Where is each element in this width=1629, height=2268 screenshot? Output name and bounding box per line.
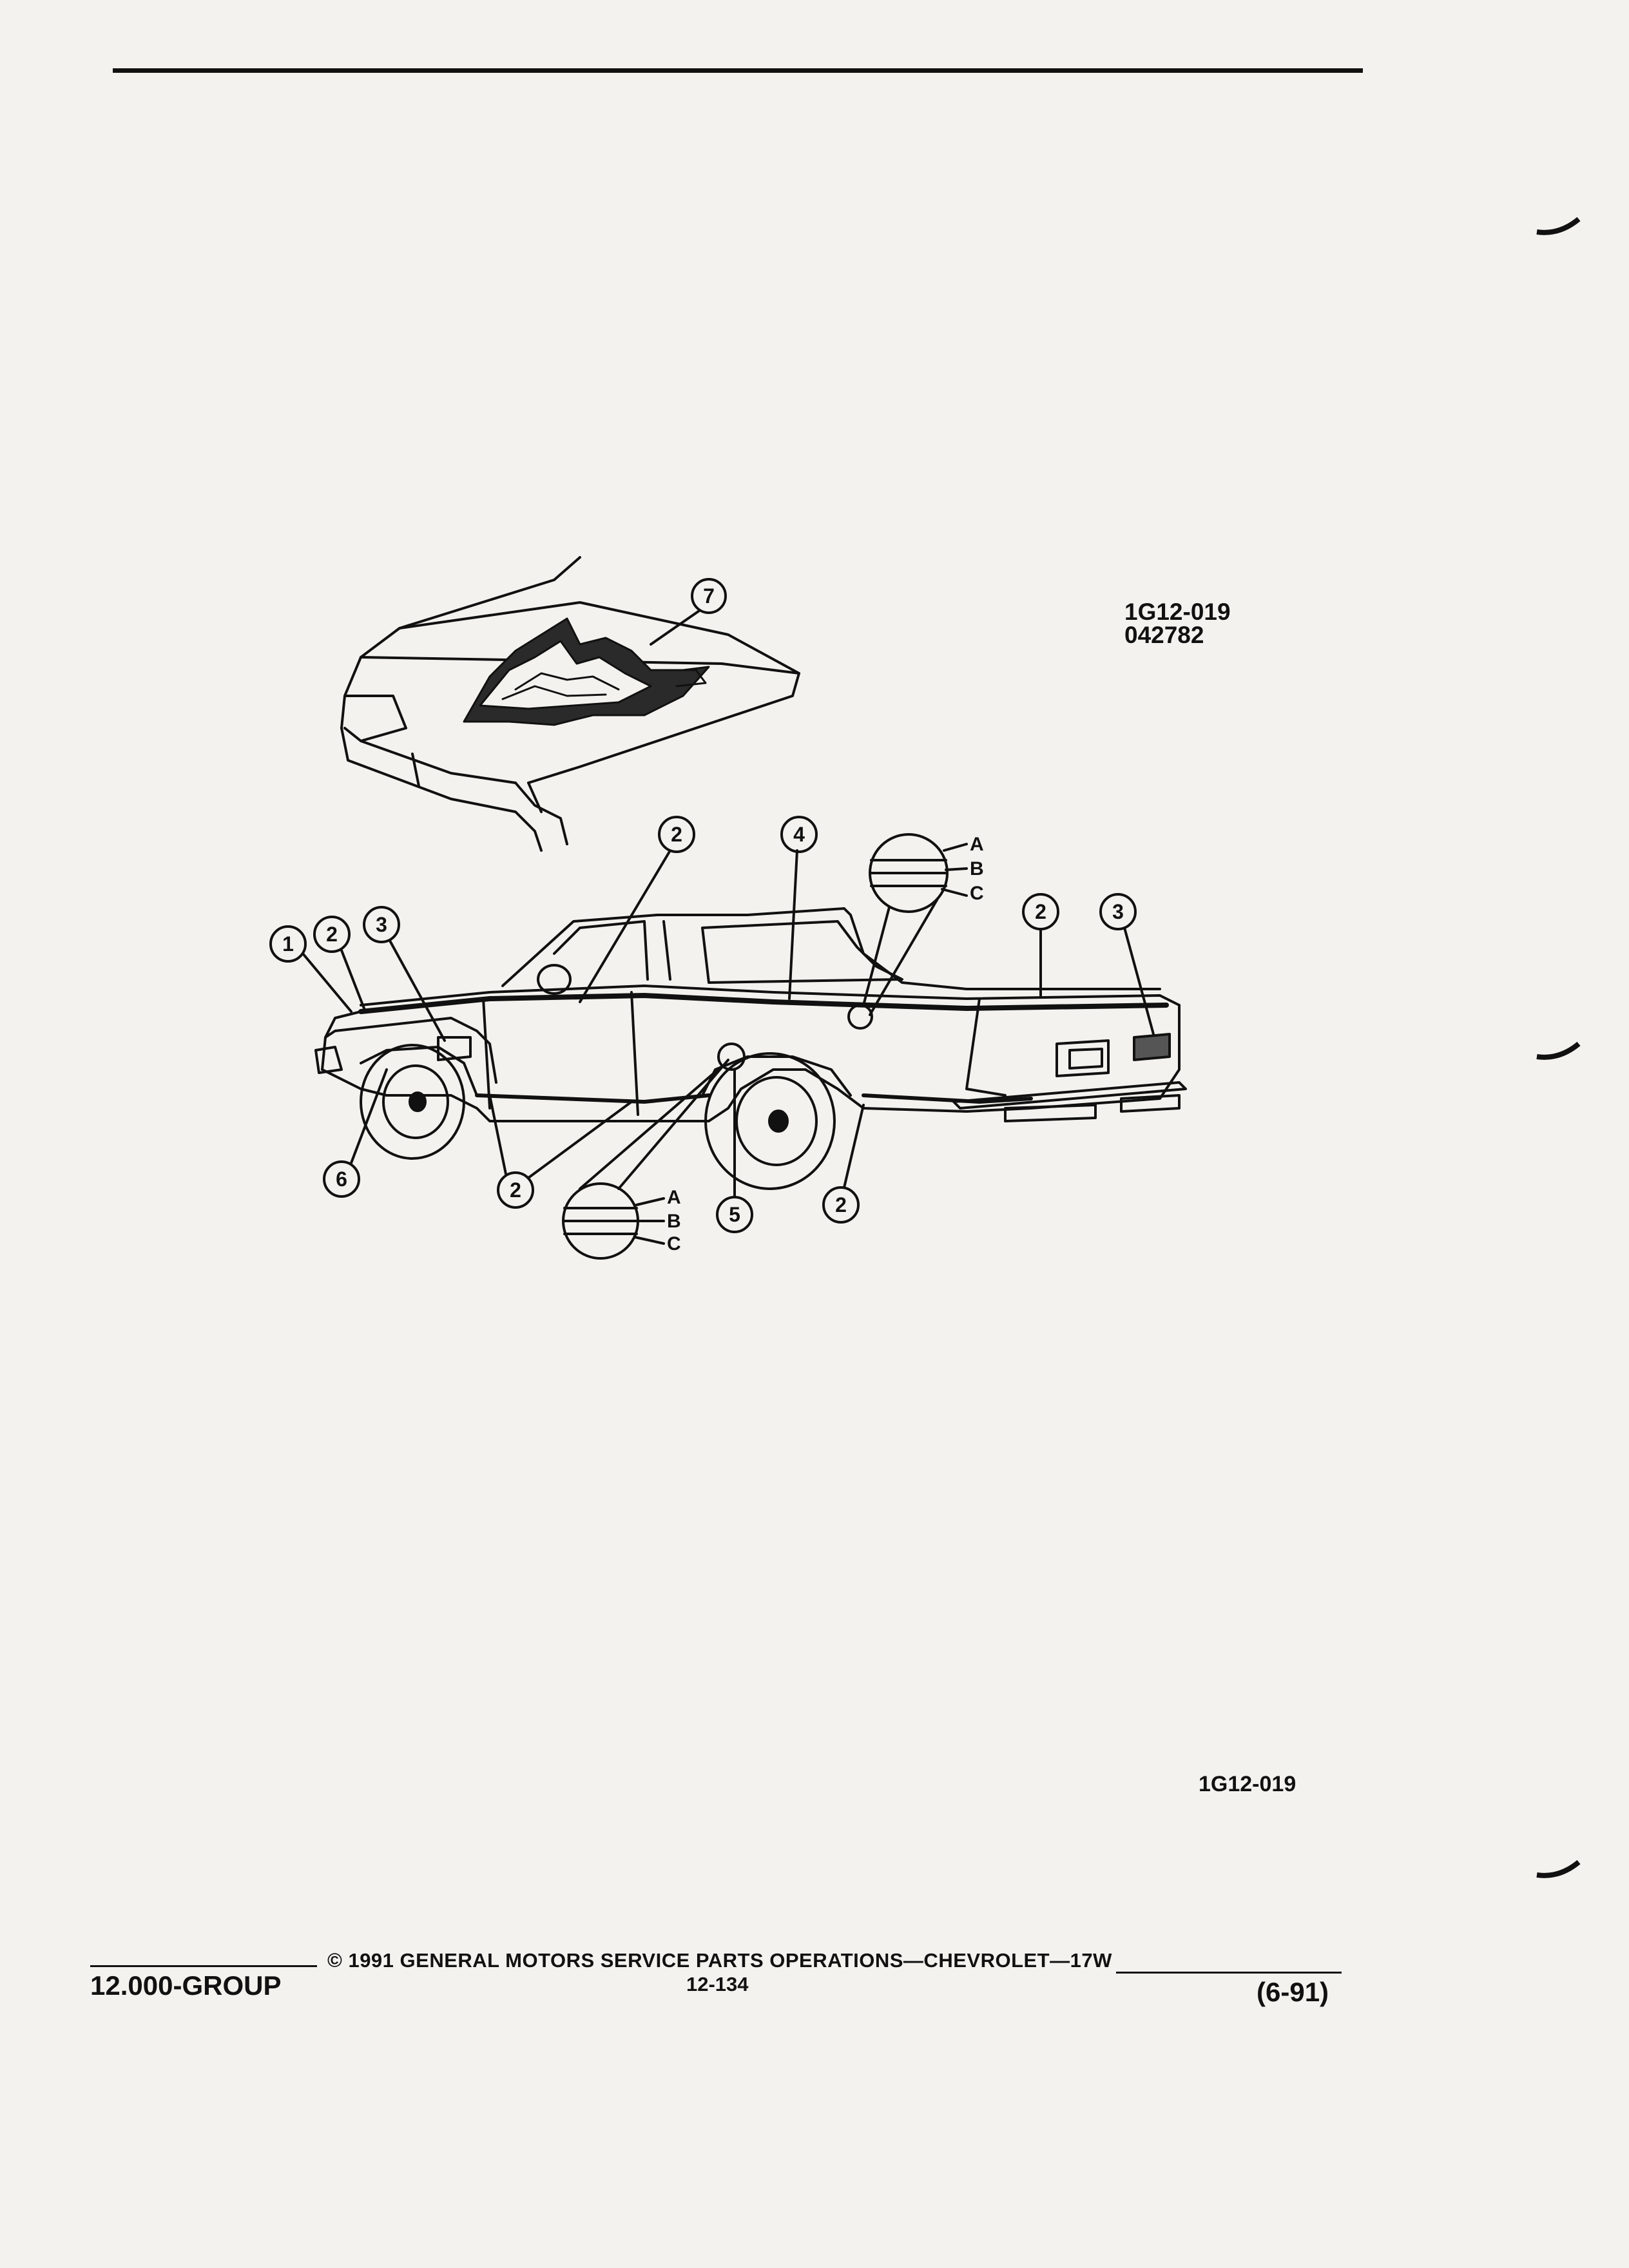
callout-1-circle xyxy=(269,925,307,963)
figure-code: 1G12-019 xyxy=(1124,599,1231,625)
callout-6-label: 6 xyxy=(336,1168,347,1191)
callout-2-circle-front xyxy=(313,916,351,953)
callout-2-label-rear-lower: 2 xyxy=(835,1193,847,1216)
vehicle-side-view xyxy=(314,907,1187,1190)
stripe-label-c-lower: C xyxy=(667,1233,681,1254)
callout-2-label-top: 2 xyxy=(671,823,682,846)
callout-3-circle-rear xyxy=(1099,893,1137,930)
callout-2-label-rear: 2 xyxy=(1035,900,1046,923)
callout-4-circle xyxy=(780,816,818,853)
group-number: 12.000-GROUP xyxy=(90,1970,282,2001)
callout-5-label: 5 xyxy=(729,1203,740,1226)
figure-date-code: 042782 xyxy=(1124,622,1204,648)
callout-1-label: 1 xyxy=(282,932,294,956)
callout-3-label-front: 3 xyxy=(376,913,387,936)
callout-2-circle-lower xyxy=(497,1171,534,1209)
stripe-label-b-upper: B xyxy=(970,858,984,879)
top-rule xyxy=(113,68,1363,73)
binder-hole-mark-middle xyxy=(1536,1041,1581,1060)
stripe-detail-upper xyxy=(862,833,968,1016)
stripe-label-a-upper: A xyxy=(970,834,984,855)
binder-hole-mark-bottom xyxy=(1536,1860,1581,1878)
callout-4-label: 4 xyxy=(793,823,805,846)
hood-view xyxy=(340,556,800,852)
binder-hole-mark-top xyxy=(1536,216,1581,235)
figure-code-bottom: 1G12-019 xyxy=(1199,1772,1296,1796)
stripe-label-c-upper: C xyxy=(970,883,984,904)
figure-code-block: 1G12-019 042782 xyxy=(1124,599,1231,648)
callout-7-circle xyxy=(691,578,727,614)
callout-3-label-rear: 3 xyxy=(1112,900,1124,923)
footer-rule-left xyxy=(90,1965,317,1967)
callout-2-label-lower: 2 xyxy=(510,1178,521,1202)
callout-3-circle-front xyxy=(363,906,400,943)
callout-2-label-front: 2 xyxy=(326,923,338,946)
callout-6-circle xyxy=(323,1160,360,1198)
stripe-label-b-lower: B xyxy=(667,1211,681,1232)
revision-date: (6-91) xyxy=(1257,1977,1329,2007)
stripe-label-a-lower: A xyxy=(667,1187,681,1208)
copyright-line: © 1991 GENERAL MOTORS SERVICE PARTS OPER… xyxy=(327,1949,1112,1972)
callout-2-circle-rear-lower xyxy=(822,1186,860,1224)
callout-2-circle-top xyxy=(658,816,695,853)
footer-rule-right xyxy=(1116,1972,1342,1974)
page-number: 12-134 xyxy=(686,1973,749,1995)
callout-7-label: 7 xyxy=(703,584,715,608)
stripe-detail-lower xyxy=(562,1059,729,1260)
